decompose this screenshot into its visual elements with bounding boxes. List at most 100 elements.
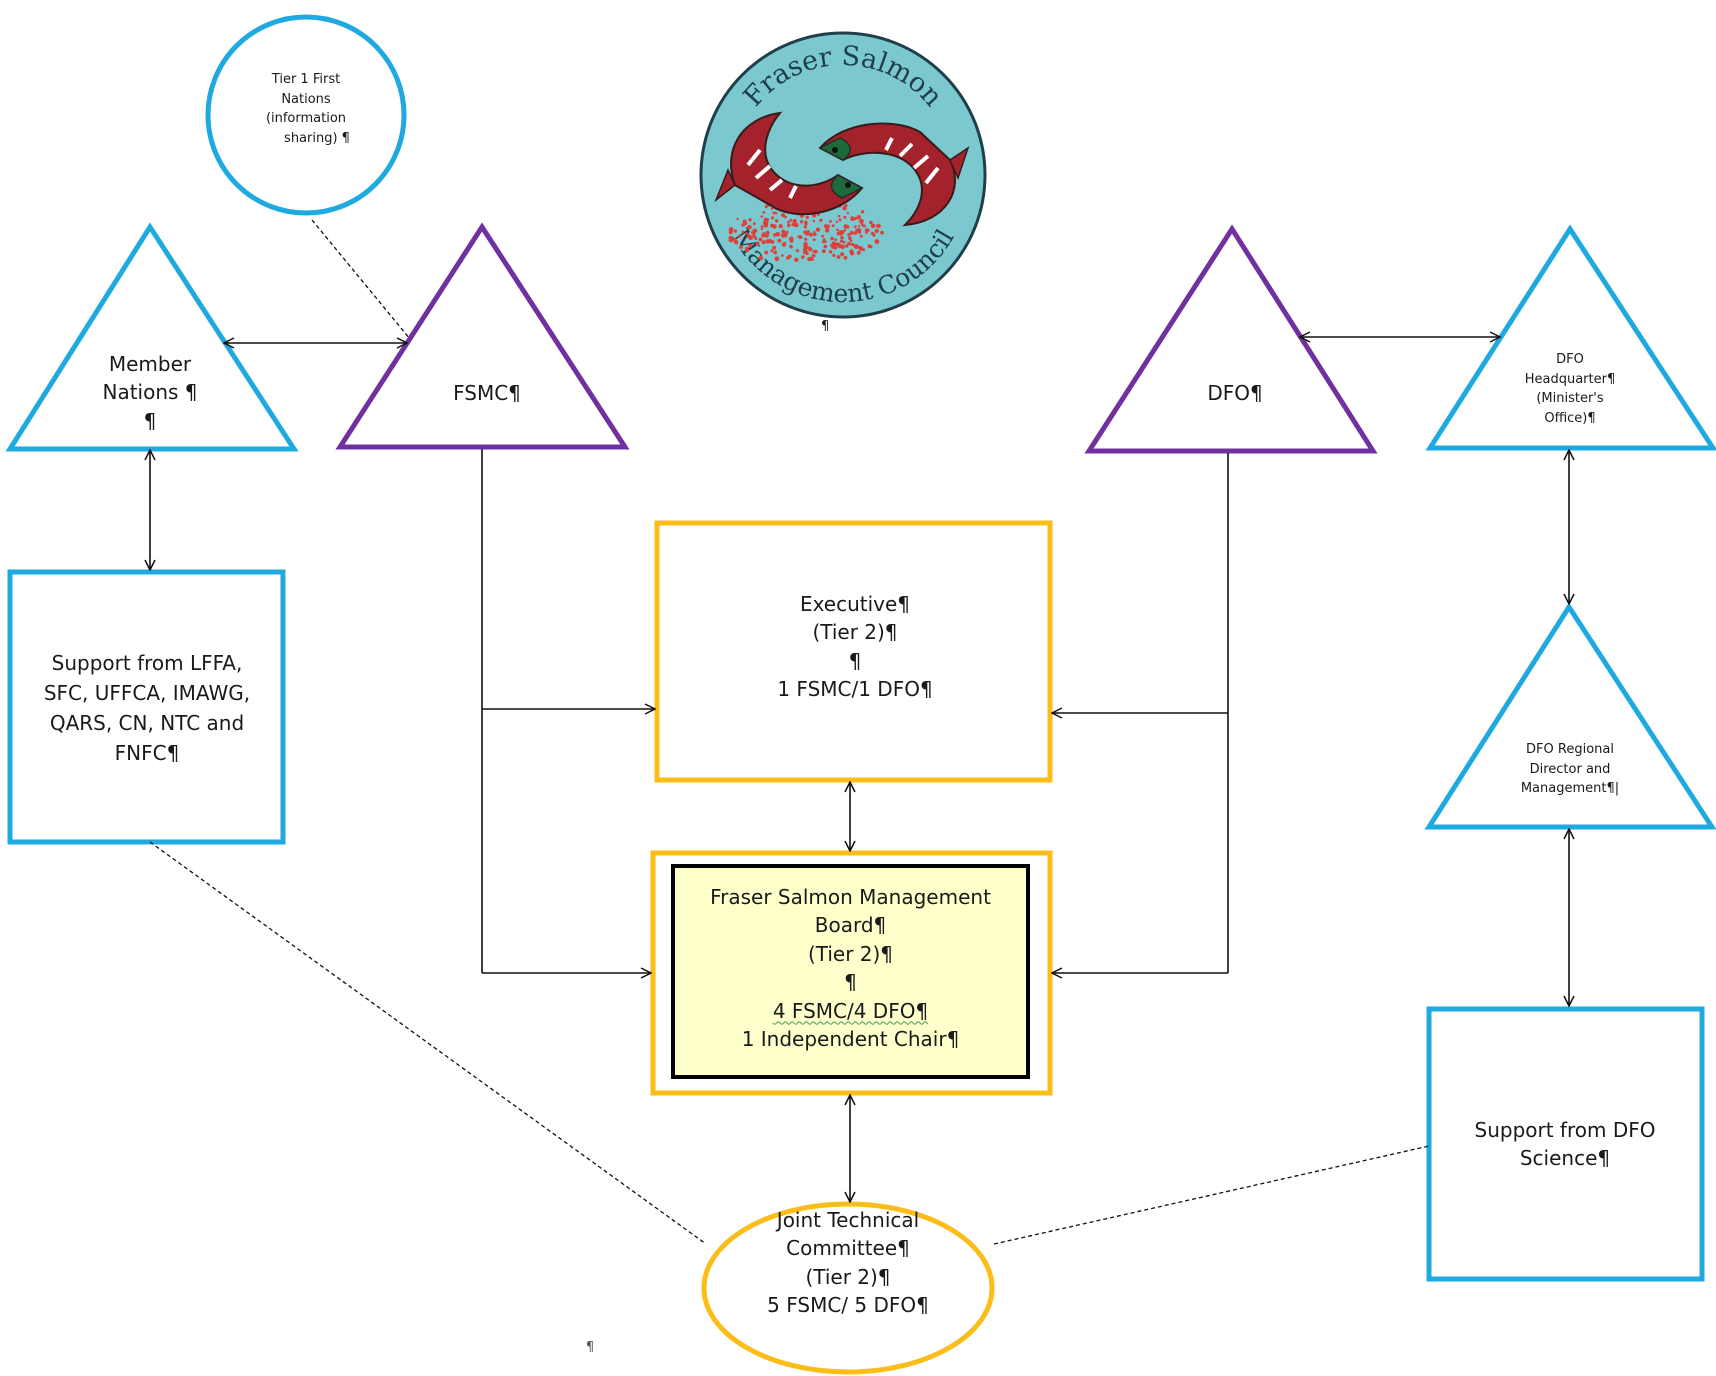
salmon-left-icon [714, 111, 864, 216]
roe-dot [829, 220, 832, 223]
roe-dot [856, 250, 861, 255]
roe-dot [830, 243, 835, 248]
roe-dot [741, 230, 745, 234]
support-dfo-label: Support from DFO Science¶ [1474, 1118, 1656, 1171]
roe-dot [849, 230, 854, 235]
page-mark: ¶ [585, 1340, 595, 1355]
fsmc-triangle [335, 222, 630, 450]
board-label: Fraser Salmon Management Board¶ (Tier 2)… [710, 885, 991, 1051]
tier1-circle [205, 14, 407, 216]
roe-dot [843, 229, 847, 232]
roe-dot [772, 245, 777, 250]
roe-dot [862, 248, 866, 252]
roe-dot [778, 224, 783, 229]
support-left-box [7, 569, 286, 845]
support-dfo-box [1426, 1006, 1705, 1282]
roe-dot [728, 235, 733, 240]
roe-dot [774, 211, 778, 215]
roe-dot [821, 249, 826, 254]
roe-dot [739, 245, 743, 250]
roe-dot [737, 234, 741, 238]
roe-dot [837, 214, 841, 218]
roe-dot [745, 246, 749, 251]
roe-dot [853, 244, 859, 249]
roe-dot [824, 240, 827, 243]
tier1-label: Tier 1 First Nations (information sharin… [265, 72, 350, 146]
salmon-right-icon [818, 122, 970, 227]
roe-dot [766, 218, 770, 221]
logo-mark: ¶ [821, 319, 829, 334]
connectors [150, 337, 1569, 1202]
roe-dot [835, 242, 839, 246]
roe-dot [794, 257, 799, 262]
roe-dot [857, 225, 861, 228]
roe-dot [808, 232, 814, 237]
dfo-label: DFO¶ [1207, 381, 1263, 405]
jtc-ellipse [701, 1201, 995, 1375]
roe-dot [777, 238, 782, 243]
roe-dot [781, 254, 784, 257]
roe-dot [813, 230, 816, 234]
roe-dot [789, 238, 794, 243]
roe-dot [770, 207, 774, 210]
roe-dot [870, 223, 876, 229]
dashed-links [149, 219, 1430, 1245]
roe-dot [799, 220, 804, 224]
support-left-label: Support from LFFA, SFC, UFFCA, IMAWG, QA… [43, 651, 251, 765]
roe-dot [813, 249, 818, 254]
roe-dot [834, 238, 838, 242]
jtc-science-dashed [993, 1145, 1430, 1245]
roe-dot [733, 229, 737, 233]
dfo-triangle [1084, 224, 1378, 454]
roe-dot [847, 233, 851, 237]
roe-dot [859, 234, 863, 238]
roe-dot [742, 219, 747, 224]
roe-dot [783, 231, 787, 235]
roe-dot [811, 253, 816, 258]
roe-dot [795, 249, 800, 253]
roe-dot [787, 223, 791, 228]
roe-dot [869, 220, 873, 225]
roe-dot [764, 250, 769, 255]
roe-dot [853, 231, 858, 235]
roe-dot [822, 238, 826, 242]
roe-dot [862, 224, 866, 228]
roe-dot [824, 228, 830, 233]
dfo-regional-label: DFO Regional Director and Management¶| [1520, 742, 1620, 796]
roe-dot [770, 249, 774, 253]
roe-dot [828, 250, 833, 254]
board-inner-box [671, 864, 1030, 1079]
roe-dot [804, 237, 808, 241]
roe-dot [832, 253, 836, 257]
roe-dot [772, 211, 776, 215]
roe-dot [856, 228, 862, 233]
roe-dot [856, 215, 861, 220]
roe-dot [859, 218, 864, 224]
roe-dot [825, 224, 831, 229]
roe-dot [762, 211, 766, 214]
dfo-regional-triangle [1424, 602, 1716, 830]
roe-dot [792, 218, 797, 224]
roe-dot [747, 225, 752, 230]
roe-dot [734, 240, 739, 245]
roe-dot [839, 239, 844, 243]
roe-dot [748, 243, 753, 248]
roe-dot [838, 218, 842, 222]
support-jtc-dashed [149, 841, 707, 1245]
roe-dot [784, 215, 787, 219]
roe-dot [755, 241, 760, 246]
roe-dot [789, 244, 793, 249]
roe-dot [746, 234, 751, 239]
roe-dot [813, 232, 817, 237]
roe-dot [849, 239, 853, 242]
roe-dot [775, 232, 781, 237]
roe-dot [843, 255, 848, 260]
roe-dot [872, 233, 876, 236]
roe-dot [869, 245, 873, 249]
roe-dot [804, 220, 808, 224]
roe-dot [810, 257, 814, 261]
dfo-hq-label: DFO Headquarter¶ (Minister's Office)¶ [1524, 352, 1616, 426]
roe-dot [821, 234, 825, 238]
roe-dot [793, 222, 799, 228]
member-nations-label: Member Nations ¶ ¶ [102, 352, 198, 433]
